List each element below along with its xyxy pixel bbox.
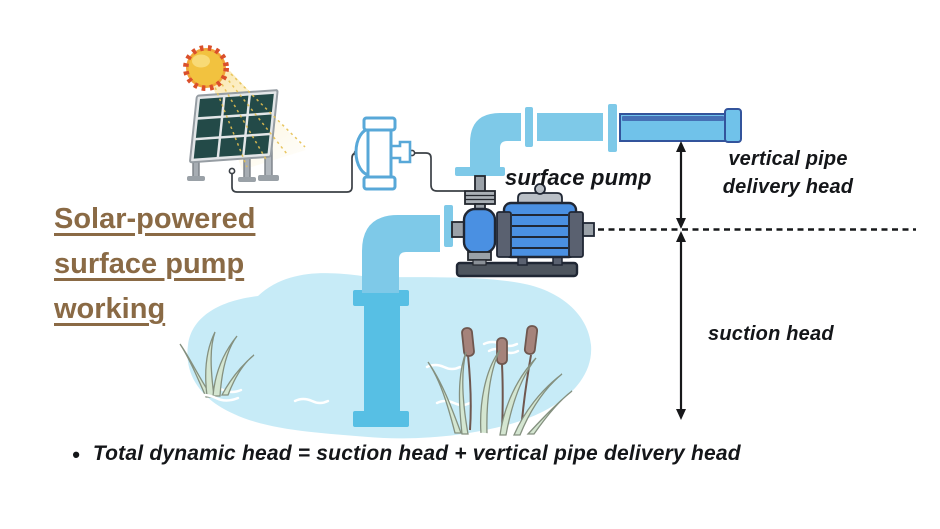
pump-controller-icon bbox=[354, 116, 412, 191]
bullet-icon: • bbox=[72, 442, 80, 467]
formula-line: • Total dynamic head = suction head + ve… bbox=[72, 442, 741, 468]
suction-pipe-elbow bbox=[362, 205, 453, 293]
suction-head-label: suction head bbox=[708, 323, 834, 345]
surface-pump-label: surface pump bbox=[505, 165, 652, 190]
solar-panel-icon bbox=[187, 73, 306, 182]
water-ripple-icon bbox=[190, 393, 240, 402]
sun-icon bbox=[183, 45, 229, 91]
delivery-head-label: vertical pipe delivery head bbox=[696, 145, 880, 201]
double-headed-arrow bbox=[676, 141, 686, 420]
delivery-head-line2: delivery head bbox=[722, 176, 854, 198]
delivery-head-line1: vertical pipe bbox=[728, 148, 848, 170]
surface-pump-icon bbox=[451, 167, 595, 278]
cattail-reeds-icon bbox=[427, 325, 573, 441]
suction-pipe bbox=[353, 290, 409, 427]
delivery-pipe bbox=[470, 104, 742, 170]
page-title: Solar-powered surface pump working bbox=[54, 203, 256, 325]
power-wire bbox=[231, 152, 465, 193]
grass-icon bbox=[179, 331, 255, 398]
formula-text: Total dynamic head = suction head + vert… bbox=[92, 442, 741, 465]
